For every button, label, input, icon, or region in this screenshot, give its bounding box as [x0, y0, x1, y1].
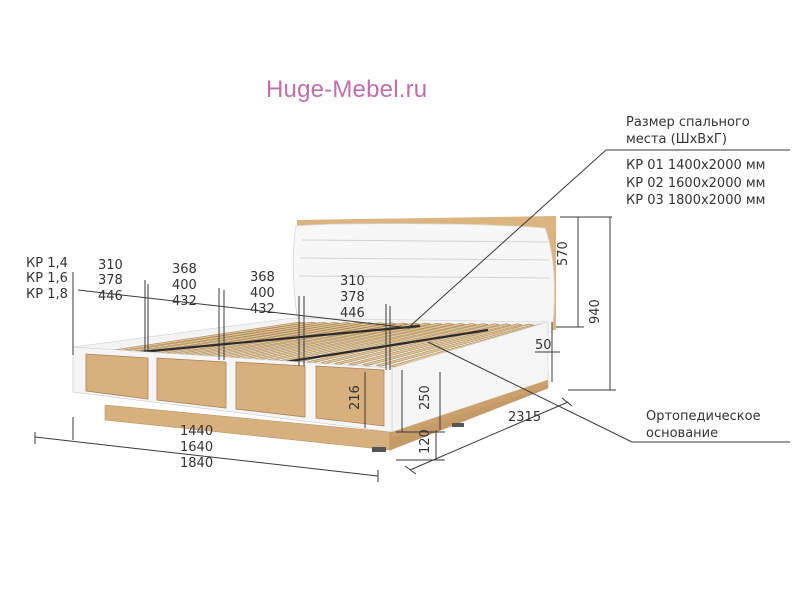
width-value: 1640	[180, 440, 214, 455]
support-rail	[139, 324, 421, 354]
sleep-size-row: КР 03 1800х2000 мм	[626, 193, 766, 208]
col1-value: 378	[98, 273, 123, 288]
sleep-size-row: КР 01 1400х2000 мм	[626, 158, 766, 173]
headboard-groove	[301, 239, 549, 243]
slat	[376, 323, 534, 367]
dim-570: 570	[556, 241, 571, 266]
col1-value: 310	[98, 258, 123, 273]
dim-940: 940	[588, 299, 603, 324]
width-value: 1840	[180, 456, 214, 471]
watermark: Huge-Mebel.ru	[266, 76, 428, 103]
sleep-size-title-2: места (ШхВхГ)	[626, 132, 727, 147]
slat	[348, 323, 511, 366]
model-label: КР 1,6	[26, 271, 68, 286]
col1-value: 446	[98, 289, 123, 304]
slat-group	[99, 321, 546, 368]
ortho-label-1: Ортопедическое	[646, 409, 761, 424]
col2-value: 432	[172, 294, 197, 309]
sleep-size-title-1: Размер спального	[626, 115, 750, 130]
width-value: 1440	[180, 424, 214, 439]
model-label: КР 1,8	[26, 287, 68, 302]
frame-side-rail	[392, 380, 548, 438]
col3-value: 400	[250, 286, 275, 301]
compartment-4	[315, 365, 385, 427]
compartment-2	[156, 357, 227, 409]
dim-2315: 2315	[508, 410, 542, 425]
sleep-size-row: КР 02 1600х2000 мм	[626, 176, 766, 191]
dim-250: 250	[418, 385, 433, 410]
col4-value: 378	[340, 290, 365, 305]
col3-value: 432	[250, 302, 275, 317]
col4-value: 310	[340, 274, 365, 289]
headboard-groove	[298, 275, 551, 279]
headboard-panel	[292, 223, 555, 333]
headboard-groove	[299, 257, 551, 261]
ortho-label-2: основание	[646, 426, 719, 441]
col2-value: 368	[172, 262, 197, 277]
compartment-1	[85, 353, 149, 400]
dim-50: 50	[535, 338, 552, 353]
slat	[362, 323, 523, 366]
foot	[372, 447, 386, 452]
col3-value: 368	[250, 270, 275, 285]
foot	[452, 423, 464, 427]
col2-value: 400	[172, 278, 197, 293]
dim-120: 120	[418, 429, 433, 454]
dimension-lines	[34, 149, 790, 482]
frame-front	[72, 346, 393, 433]
dim-216: 216	[348, 385, 363, 410]
compartment-3	[235, 361, 306, 418]
col4-value: 446	[340, 306, 365, 321]
model-label: КР 1,4	[26, 256, 68, 271]
